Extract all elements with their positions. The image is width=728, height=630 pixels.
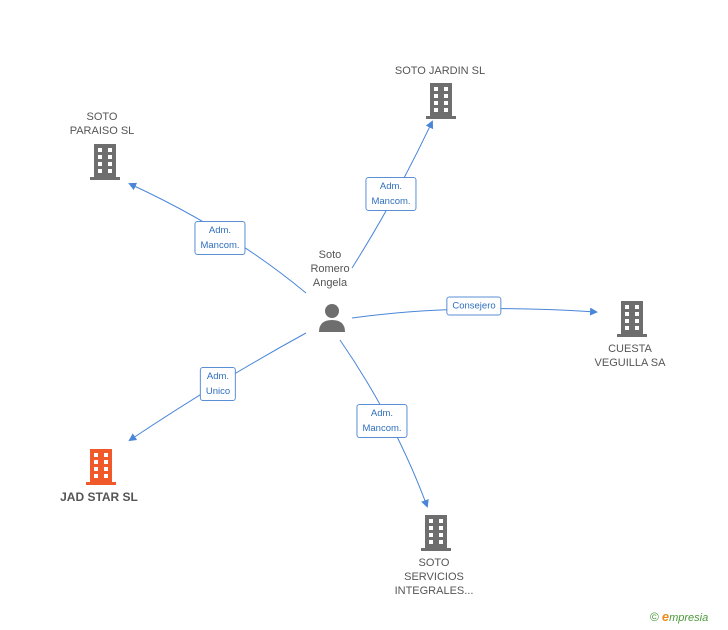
building-icon[interactable] <box>90 144 120 180</box>
copyright-symbol: © <box>650 610 659 624</box>
company-soto-paraiso-label[interactable]: SOTO PARAISO SL <box>69 111 135 137</box>
person-icon[interactable] <box>317 302 347 332</box>
building-icon[interactable] <box>421 515 451 551</box>
brand-initial: e <box>661 609 670 624</box>
company-cuesta-veguilla-label[interactable]: CUESTA VEGUILLA SA <box>594 343 666 369</box>
building-icon[interactable] <box>426 83 456 119</box>
edge-label-jad-star[interactable]: Adm. Unico <box>199 367 237 401</box>
brand-name: mpresia <box>669 612 709 624</box>
edge-label-soto-paraiso[interactable]: Adm. Mancom. <box>194 221 246 255</box>
building-icon[interactable] <box>86 449 116 485</box>
company-soto-jardin-label[interactable]: SOTO JARDIN SL <box>394 65 486 77</box>
company-soto-servicios-label[interactable]: SOTO SERVICIOS INTEGRALES... <box>394 557 474 597</box>
company-jad-star-label[interactable]: JAD STAR SL <box>60 490 138 504</box>
building-icon[interactable] <box>617 301 647 337</box>
edge-label-soto-servicios[interactable]: Adm. Mancom. <box>356 404 408 438</box>
person-name[interactable]: Soto Romero Angela <box>310 249 350 289</box>
edge-label-cuesta-veguilla[interactable]: Consejero <box>446 296 502 316</box>
brand-watermark[interactable]: ©empresia <box>650 609 708 624</box>
edge-label-soto-jardin[interactable]: Adm. Mancom. <box>365 177 417 211</box>
